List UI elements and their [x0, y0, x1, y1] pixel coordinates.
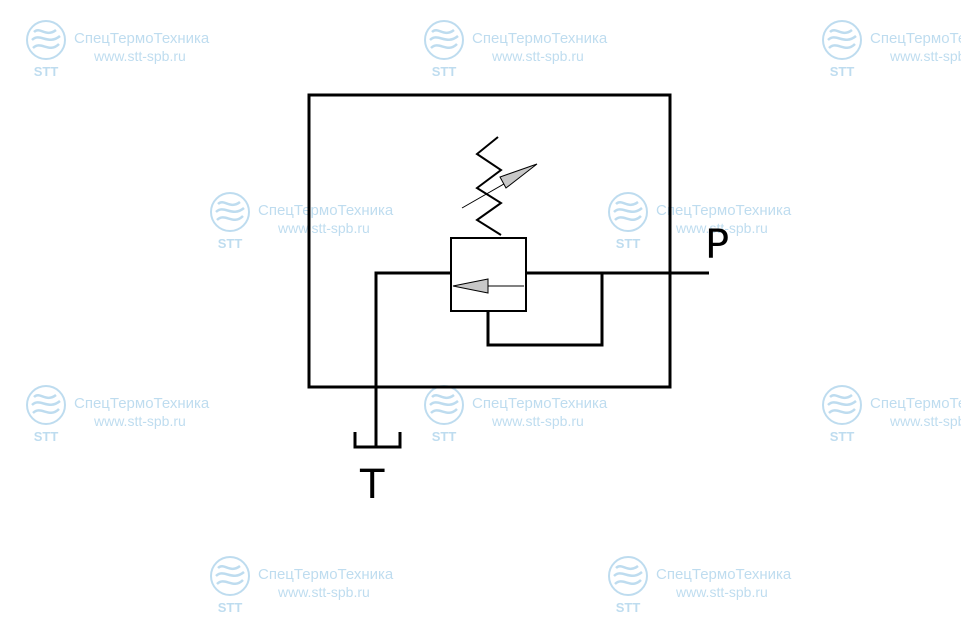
watermark-url: www.stt-spb.ru: [278, 584, 370, 600]
watermark-company-name: СпецТермоТехника: [258, 566, 394, 583]
spring-icon: [475, 136, 503, 236]
watermark-company-name: СпецТермоТехника: [258, 202, 394, 219]
watermark-url: www.stt-spb.ru: [94, 413, 186, 429]
watermark-url: www.stt-spb.ru: [492, 413, 584, 429]
watermark-url: www.stt-spb.ru: [890, 413, 961, 429]
watermark-company-name: СпецТермоТехника: [656, 202, 792, 219]
stt-wave-logo-icon: [26, 385, 66, 425]
watermark-abbr: STT: [615, 236, 641, 251]
stt-wave-logo-icon: [210, 192, 250, 232]
tank-reservoir-icon: [353, 432, 402, 449]
watermark-abbr: STT: [431, 429, 457, 444]
watermark-abbr: STT: [33, 429, 59, 444]
watermark-company-name: СпецТермоТехника: [870, 395, 961, 412]
valve-element-block: [450, 237, 527, 312]
adjustment-arrow-head-icon: [499, 163, 538, 189]
watermark-url: www.stt-spb.ru: [94, 48, 186, 64]
watermark-abbr: STT: [217, 236, 243, 251]
stt-wave-logo-icon: [822, 20, 862, 60]
watermark-abbr: STT: [217, 600, 243, 615]
watermark-company-name: СпецТермоТехника: [472, 395, 608, 412]
watermark-url: www.stt-spb.ru: [492, 48, 584, 64]
watermark-company-name: СпецТермоТехника: [74, 395, 210, 412]
stt-wave-logo-icon: [822, 385, 862, 425]
watermark-company-name: СпецТермоТехника: [656, 566, 792, 583]
watermark-abbr: STT: [33, 64, 59, 79]
watermark-url: www.stt-spb.ru: [890, 48, 961, 64]
port-label-p: P: [705, 222, 729, 268]
stt-wave-logo-icon: [608, 556, 648, 596]
watermark-url: www.stt-spb.ru: [676, 220, 768, 236]
stt-wave-logo-icon: [210, 556, 250, 596]
watermark-abbr: STT: [829, 429, 855, 444]
watermark-abbr: STT: [431, 64, 457, 79]
watermark-company-name: СпецТермоТехника: [472, 30, 608, 47]
flow-arrow-head-icon: [452, 278, 489, 294]
watermark-company-name: СпецТермоТехника: [74, 30, 210, 47]
stt-wave-logo-icon: [424, 20, 464, 60]
tank-line: [374, 271, 451, 446]
stt-wave-logo-icon: [26, 20, 66, 60]
watermark-abbr: STT: [615, 600, 641, 615]
watermark-abbr: STT: [829, 64, 855, 79]
stt-wave-logo-icon: [608, 192, 648, 232]
watermark-url: www.stt-spb.ru: [676, 584, 768, 600]
watermark-company-name: СпецТермоТехника: [870, 30, 961, 47]
pilot-line: [486, 273, 604, 347]
port-label-t: T: [359, 462, 385, 508]
valve-housing-outline: [307, 93, 672, 389]
watermark-url: www.stt-spb.ru: [278, 220, 370, 236]
